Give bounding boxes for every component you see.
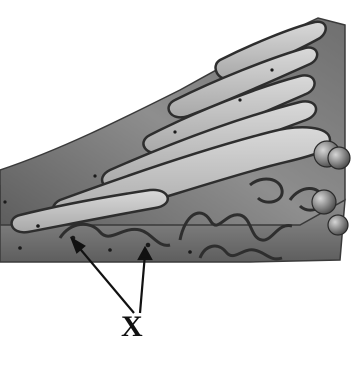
vesicle-2 bbox=[328, 147, 350, 169]
ribosome-dot bbox=[188, 250, 192, 254]
ribosome-dot bbox=[18, 246, 22, 250]
ribosome-dot bbox=[36, 224, 40, 228]
ribosome-dot bbox=[173, 130, 176, 133]
pointer-line-right bbox=[140, 254, 145, 313]
ribosome-dot bbox=[270, 68, 273, 71]
ribosome-dot bbox=[146, 243, 151, 248]
ribosome-dot bbox=[3, 200, 6, 203]
vesicle-4 bbox=[328, 215, 348, 235]
ribosome-dot bbox=[108, 248, 112, 252]
vesicle-3 bbox=[312, 190, 336, 214]
ribosome-dot bbox=[238, 98, 241, 101]
ribosome-dot bbox=[93, 174, 96, 177]
label-x: X bbox=[121, 312, 143, 342]
